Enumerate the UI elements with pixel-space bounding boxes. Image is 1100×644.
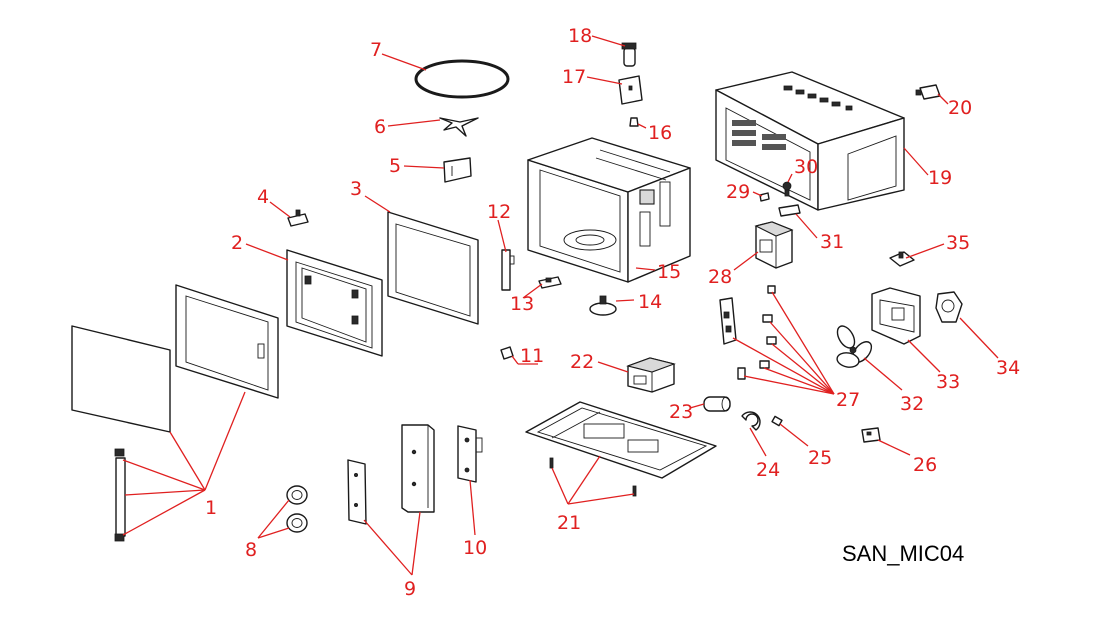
- part-22-transformer: [626, 357, 676, 393]
- part-33-fan-bracket: [871, 287, 921, 345]
- callout-28: 28: [708, 266, 732, 288]
- part-32-fan-blade: [836, 325, 873, 368]
- part-31-bracket: [778, 204, 801, 217]
- part-28-magnetron: [754, 221, 794, 269]
- part-34-fan-motor: [935, 291, 963, 323]
- callout-17: 17: [562, 66, 586, 88]
- callout-20: 20: [948, 97, 972, 119]
- callout-19: 19: [928, 167, 952, 189]
- callout-31: 31: [820, 231, 844, 253]
- callout-18: 18: [568, 25, 592, 47]
- callout-33: 33: [936, 371, 960, 393]
- part-12-latch: [501, 249, 515, 291]
- callout-numbers: 1 2 3 4 5 6 7 8 9 10 11 12 13 14 15 16 1…: [205, 25, 1020, 600]
- callout-27: 27: [836, 389, 860, 411]
- part-23-capacitor: [703, 396, 731, 412]
- callout-5: 5: [389, 155, 401, 177]
- callout-12: 12: [487, 201, 511, 223]
- diagram-code: SAN_MIC04: [842, 541, 964, 566]
- part-30-thermostat: [782, 181, 792, 197]
- part-25-fuse: [771, 415, 783, 427]
- part-21-base-plate: [525, 401, 717, 497]
- callout-4: 4: [257, 186, 269, 208]
- leader-lines: [122, 35, 999, 576]
- callout-24: 24: [756, 459, 780, 481]
- part-9-control-panel: [347, 424, 435, 525]
- part-8-knobs: [286, 485, 308, 533]
- callout-6: 6: [374, 116, 386, 138]
- part-3-choke-frame: [387, 211, 479, 325]
- part-26-bracket: [861, 427, 881, 443]
- part-29-clip: [759, 192, 770, 202]
- part-20-bracket: [915, 84, 941, 100]
- part-15-cavity: [527, 137, 691, 283]
- part-1-door-glass: [71, 325, 171, 433]
- part-13-bracket: [538, 276, 562, 289]
- callout-15: 15: [657, 261, 681, 283]
- callout-22: 22: [570, 351, 594, 373]
- callout-9: 9: [404, 578, 416, 600]
- part-4-hinge: [287, 209, 309, 227]
- part-1-handle: [114, 448, 126, 542]
- callout-11: 11: [520, 345, 544, 367]
- callout-1: 1: [205, 497, 217, 519]
- callout-34: 34: [996, 357, 1020, 379]
- part-7-glass-tray: [414, 59, 510, 99]
- part-6-roller-ring: [439, 117, 479, 137]
- callout-32: 32: [900, 393, 924, 415]
- part-27-switch-assembly: [719, 285, 777, 380]
- part-17-bracket: [618, 75, 643, 105]
- part-18-lamp: [621, 42, 637, 67]
- callout-8: 8: [245, 539, 257, 561]
- callout-7: 7: [370, 39, 382, 61]
- callout-25: 25: [808, 447, 832, 469]
- part-14-turntable-motor: [589, 295, 617, 316]
- part-35-bracket: [889, 251, 915, 267]
- callout-23: 23: [669, 401, 693, 423]
- part-11-small-pin: [500, 346, 514, 360]
- callout-26: 26: [913, 454, 937, 476]
- callout-16: 16: [648, 122, 672, 144]
- part-16-clip: [629, 117, 639, 127]
- callout-13: 13: [510, 293, 534, 315]
- callout-29: 29: [726, 181, 750, 203]
- part-24-clamp: [741, 411, 761, 431]
- part-10-control-bracket: [457, 425, 483, 483]
- callout-14: 14: [638, 291, 662, 313]
- callout-3: 3: [350, 178, 362, 200]
- callout-2: 2: [231, 232, 243, 254]
- part-1-door-frame: [175, 284, 279, 399]
- part-2-door-inner-panel: [286, 249, 383, 357]
- callout-21: 21: [557, 512, 581, 534]
- callout-10: 10: [463, 537, 487, 559]
- part-19-outer-case: [715, 71, 905, 211]
- callout-35: 35: [946, 232, 970, 254]
- callout-30: 30: [794, 156, 818, 178]
- part-5-mica-plate: [443, 157, 472, 183]
